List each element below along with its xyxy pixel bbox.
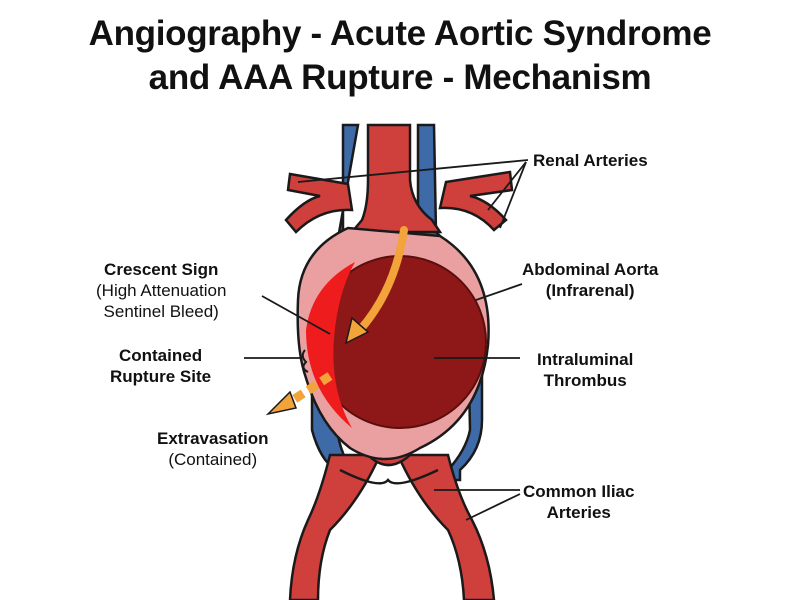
common-iliac-arteries: [288, 453, 496, 600]
proximal-aorta: [349, 123, 443, 234]
aneurysm-sac: [296, 226, 490, 461]
label-contained-rupture-site: Contained Rupture Site: [110, 346, 212, 386]
label-extravasation: Extravasation (Contained): [157, 429, 269, 469]
label-common-iliac-arteries: Common Iliac Arteries: [523, 482, 635, 522]
title-line-1: Angiography - Acute Aortic Syndrome: [88, 14, 712, 53]
extravasation-arrow: [287, 372, 333, 406]
label-renal-arteries: Renal Arteries: [533, 151, 648, 170]
label-intraluminal-thrombus: Intraluminal Thrombus: [537, 350, 634, 390]
blood-flow-arrowhead: [344, 316, 370, 345]
blood-flow-arrow: [356, 226, 408, 334]
leader-lines: [244, 159, 529, 521]
label-crescent-sign: Crescent Sign (High Attenuation Sentinel…: [96, 260, 227, 321]
renal-arteries: [284, 170, 514, 234]
title-line-2: and AAA Rupture - Mechanism: [148, 58, 652, 97]
crescent-sign: [306, 262, 355, 428]
label-abdominal-aorta: Abdominal Aorta (Infrarenal): [522, 260, 659, 300]
extravasation-arrowhead: [265, 390, 298, 416]
diagram-title: Angiography - Acute Aortic Syndrome and …: [0, 12, 800, 100]
